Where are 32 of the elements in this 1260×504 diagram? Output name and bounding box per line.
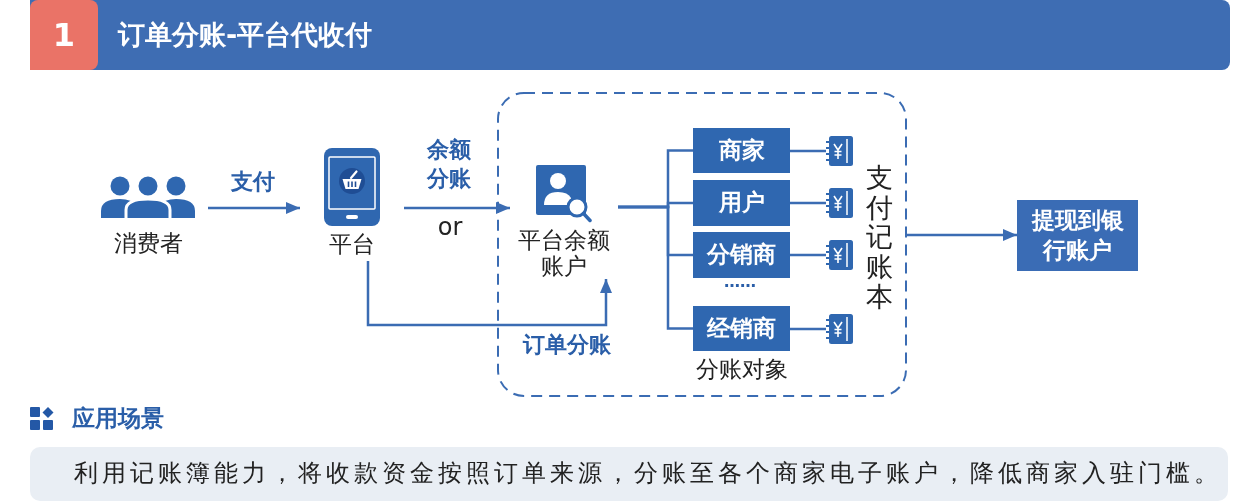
arrow: [366, 261, 612, 327]
node-label: 消费者: [113, 230, 183, 256]
connector-line: [790, 327, 826, 331]
arrow: [907, 229, 1017, 241]
yen-notebook-icon: [826, 314, 853, 344]
connector-line: [790, 253, 826, 257]
connector-line: [618, 205, 693, 330]
step-number: 1: [30, 0, 98, 70]
arrow: [208, 202, 300, 214]
edge-label: 支付: [230, 168, 276, 196]
edge-label: 订单分账: [521, 331, 612, 359]
action-box: 提现到银行账户: [1017, 200, 1138, 271]
vertical-caption: 支付记账本: [866, 163, 893, 312]
note-text: or: [436, 212, 464, 243]
arrow: [404, 202, 510, 214]
yen-notebook-icon: [826, 240, 853, 270]
party-box: 商家: [693, 128, 790, 173]
connector-line: [790, 149, 826, 153]
party-box: 经销商: [693, 306, 790, 351]
yen-notebook-icon: [826, 136, 853, 166]
edge-label: 余额分账: [426, 136, 472, 193]
connector-line: [790, 201, 826, 205]
party-box: 分销商: [693, 232, 790, 278]
section-title: 订单分账-平台代收付: [118, 18, 373, 52]
node-label: 平台: [329, 231, 375, 257]
dashed-group-frame: [497, 92, 907, 397]
yen-notebook-icon: [826, 188, 853, 218]
caption-text: 分账对象: [695, 355, 789, 384]
section-heading: 应用场景: [72, 404, 164, 433]
description-text: 利用记账簿能力，将收款资金按照订单来源，分账至各个商家电子账户，降低商家入驻门槛。: [74, 458, 1222, 490]
node-label: 平台余额账户: [517, 227, 611, 279]
party-box: 用户: [693, 180, 790, 226]
